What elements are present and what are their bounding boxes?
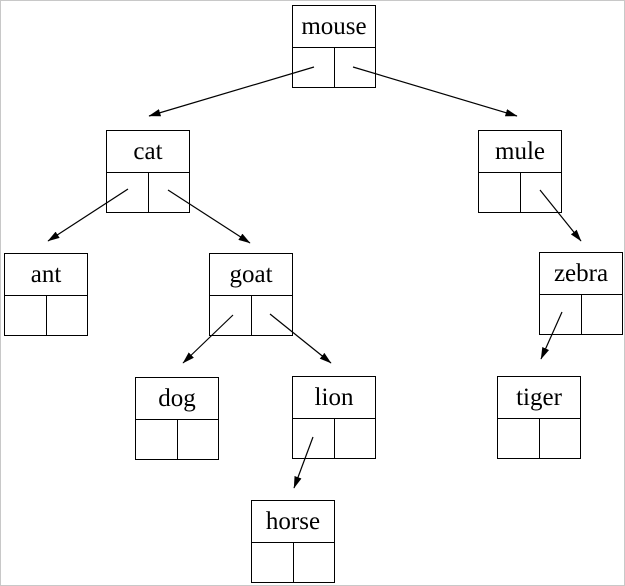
node-label: lion — [293, 377, 375, 419]
node-pointer-cells — [293, 48, 375, 87]
node-label: dog — [136, 378, 218, 420]
left-pointer-cell — [210, 296, 252, 335]
node-label: tiger — [498, 377, 580, 419]
right-pointer-cell — [252, 296, 293, 335]
node-pointer-cells — [540, 295, 622, 334]
right-pointer-cell — [335, 419, 376, 458]
edge-arrow-mouse-mule — [352, 66, 518, 117]
tree-node-horse: horse — [251, 500, 335, 583]
right-pointer-cell — [294, 543, 335, 582]
left-pointer-cell — [479, 173, 521, 212]
left-pointer-cell — [498, 419, 540, 458]
node-label: horse — [252, 501, 334, 543]
left-pointer-cell — [293, 419, 335, 458]
left-pointer-cell — [540, 295, 582, 334]
node-pointer-cells — [136, 420, 218, 459]
tree-node-ant: ant — [4, 253, 88, 336]
edge-arrow-mouse-cat — [148, 66, 315, 117]
tree-node-zebra: zebra — [539, 252, 623, 335]
tree-node-tiger: tiger — [497, 376, 581, 459]
node-label: mule — [479, 131, 561, 173]
node-pointer-cells — [479, 173, 561, 212]
left-pointer-cell — [5, 296, 47, 335]
right-pointer-cell — [149, 173, 190, 212]
node-pointer-cells — [107, 173, 189, 212]
right-pointer-cell — [582, 295, 623, 334]
node-pointer-cells — [5, 296, 87, 335]
tree-node-mule: mule — [478, 130, 562, 213]
node-label: mouse — [293, 6, 375, 48]
node-pointer-cells — [252, 543, 334, 582]
left-pointer-cell — [107, 173, 149, 212]
node-label: cat — [107, 131, 189, 173]
left-pointer-cell — [136, 420, 178, 459]
tree-node-cat: cat — [106, 130, 190, 213]
left-pointer-cell — [293, 48, 335, 87]
left-pointer-cell — [252, 543, 294, 582]
tree-node-lion: lion — [292, 376, 376, 459]
tree-node-dog: dog — [135, 377, 219, 460]
right-pointer-cell — [521, 173, 562, 212]
node-label: ant — [5, 254, 87, 296]
node-label: goat — [210, 254, 292, 296]
node-pointer-cells — [498, 419, 580, 458]
node-pointer-cells — [293, 419, 375, 458]
node-pointer-cells — [210, 296, 292, 335]
right-pointer-cell — [47, 296, 88, 335]
right-pointer-cell — [178, 420, 219, 459]
node-label: zebra — [540, 253, 622, 295]
tree-node-mouse: mouse — [292, 5, 376, 88]
tree-node-goat: goat — [209, 253, 293, 336]
right-pointer-cell — [335, 48, 376, 87]
right-pointer-cell — [540, 419, 581, 458]
